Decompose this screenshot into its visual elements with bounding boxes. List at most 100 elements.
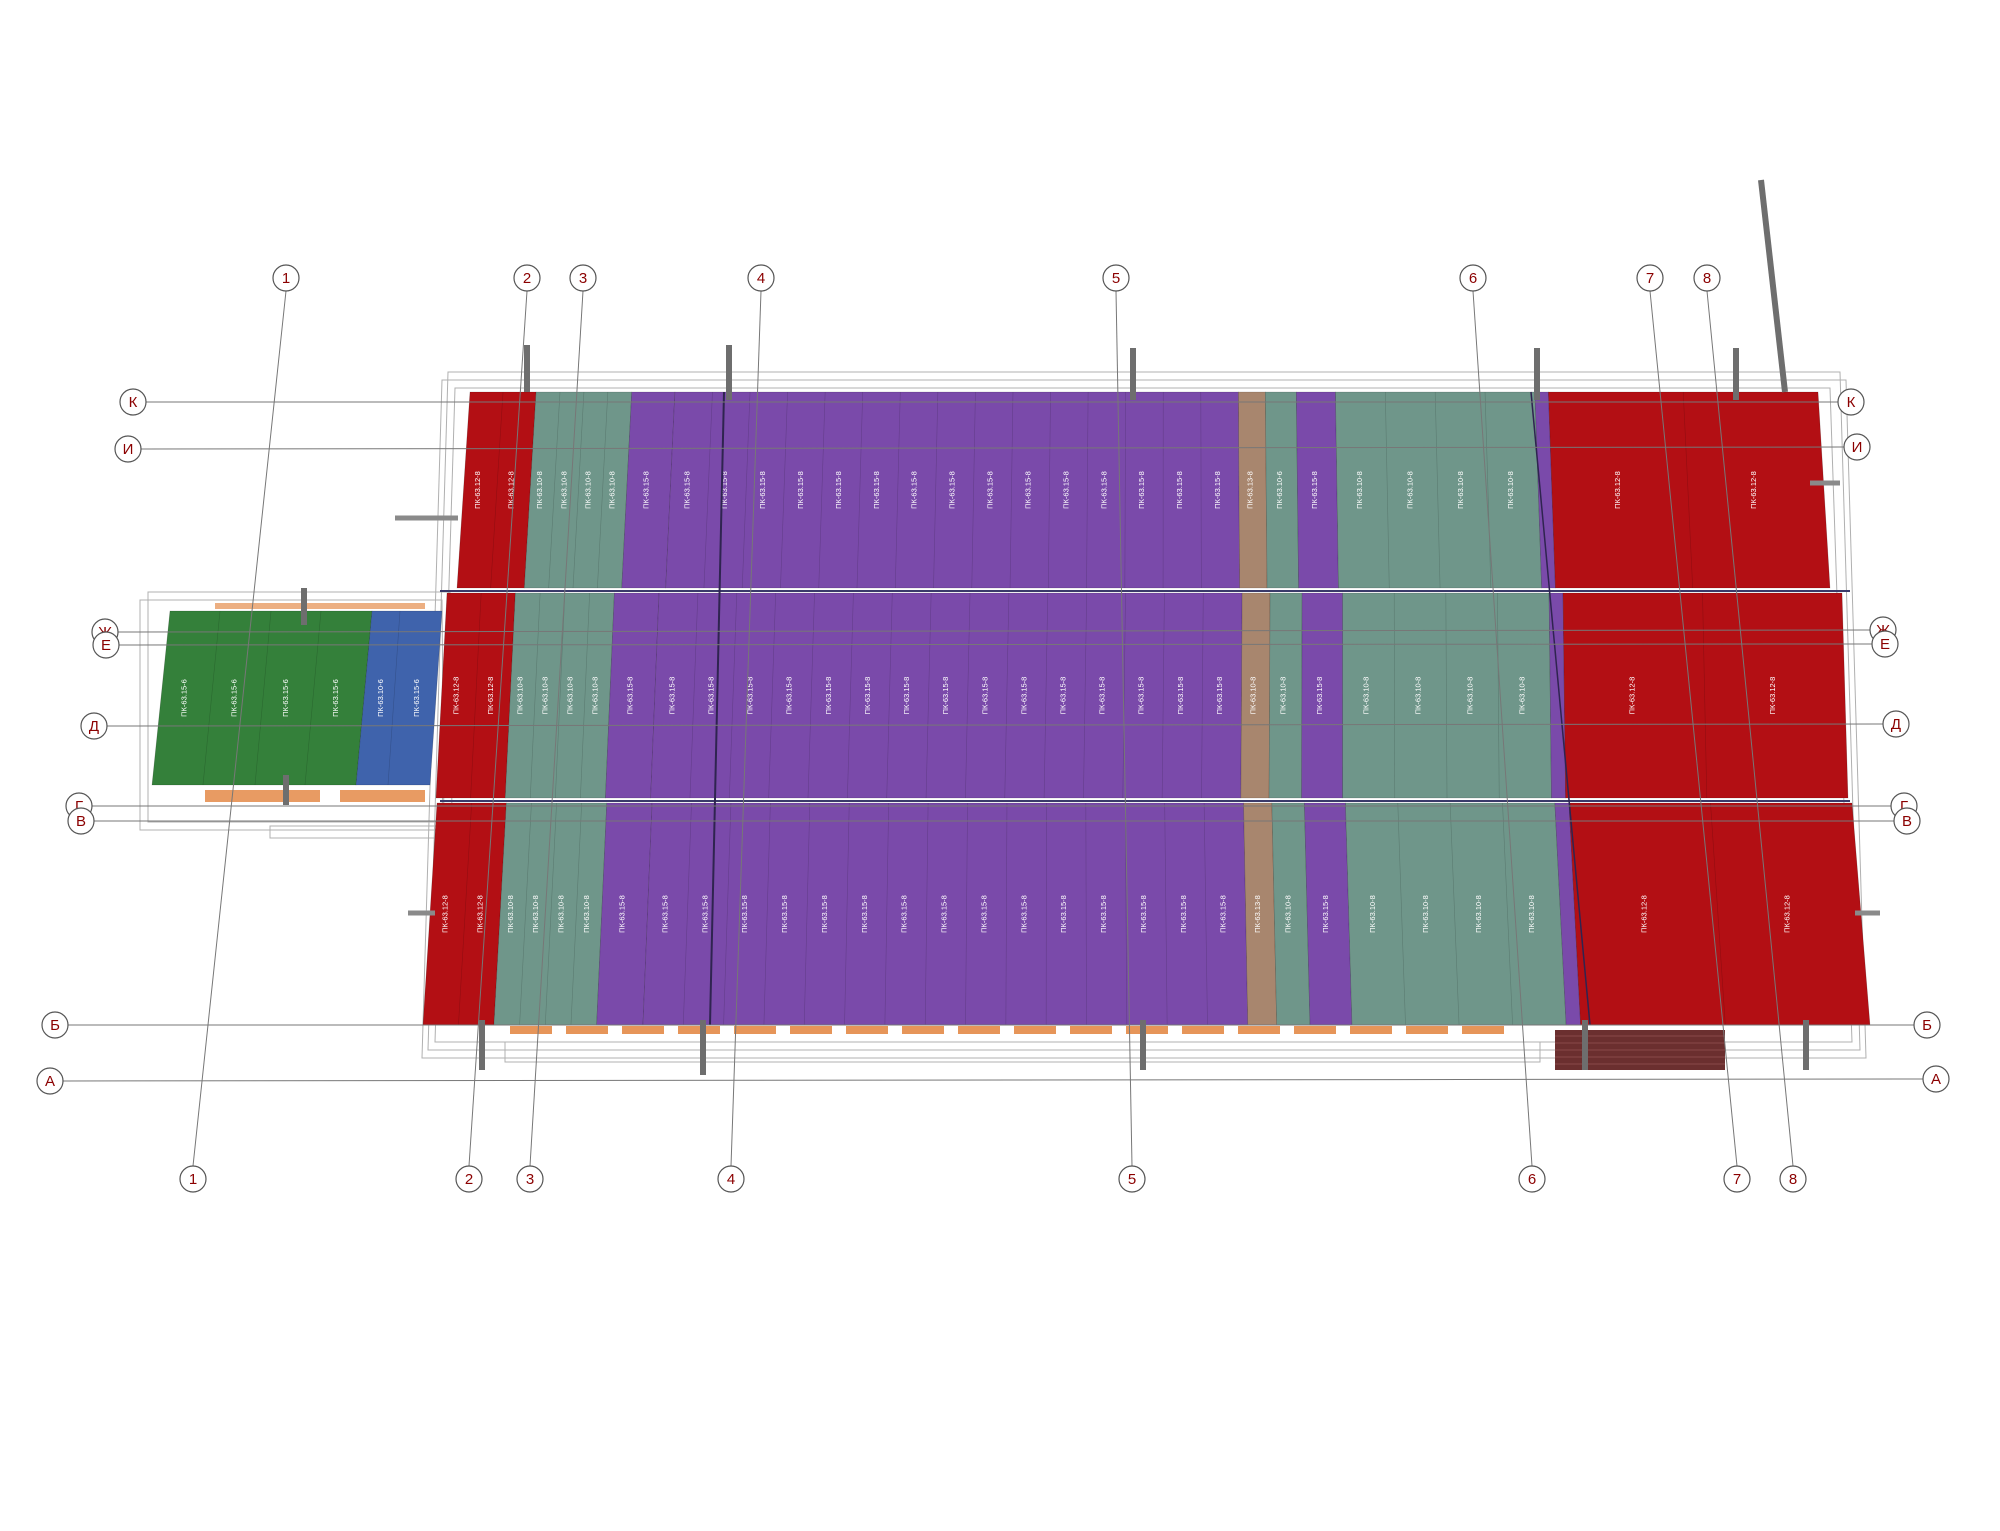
axis-col-bottom-3: 3 — [516, 1165, 544, 1193]
slab-joint — [847, 592, 854, 799]
slab-panel-label: ПК-63.10-8 — [535, 471, 544, 509]
slab-bay-red — [456, 391, 537, 589]
axis-row-left-В-circle — [67, 807, 95, 835]
slab-joint — [490, 391, 504, 589]
slab-joint — [1434, 391, 1441, 589]
slab-joint — [844, 802, 850, 1026]
axis-col-bottom-3-label: 3 — [526, 1171, 534, 1188]
grid-line-row-Ж — [117, 629, 1871, 633]
slab-panel-label: ПК-63.12-8 — [441, 895, 450, 933]
axis-row-left-К-label: К — [129, 394, 138, 411]
slab-joint — [1124, 802, 1128, 1026]
slab-joint — [965, 802, 968, 1026]
grid-line-col-6 — [1472, 290, 1533, 1167]
slab-panel-label: ПК-63.10-8 — [584, 471, 593, 509]
slab-panel-label: ПК-63.10-8 — [1249, 677, 1258, 715]
slab-joint — [894, 391, 901, 589]
slab-panel-label: ПК-63.10-8 — [1368, 895, 1377, 933]
axis-col-top-1: 1 — [272, 264, 300, 292]
slab-joint — [1445, 592, 1448, 799]
axis-col-bottom-6-circle — [1518, 1165, 1546, 1193]
slab-panel-label: ПК-63.15-8 — [1215, 677, 1224, 715]
outline-frame-6 — [269, 825, 441, 839]
annex-panel-label: ПК-63.10-6 — [376, 679, 385, 717]
axis-col-top-2-label: 2 — [523, 270, 531, 287]
grid-lines — [62, 290, 1924, 1167]
slab-bay-red — [422, 802, 507, 1026]
slab-panel-label: ПК-63.15-8 — [1019, 895, 1028, 933]
slab-joint — [729, 592, 738, 799]
slab-joint — [1484, 391, 1492, 589]
axis-row-right-В-circle — [1893, 807, 1921, 835]
slab-joint — [1048, 391, 1051, 589]
slab-joint — [803, 802, 811, 1026]
axis-col-bottom-7: 7 — [1723, 1165, 1751, 1193]
axis-row-right-Д: Д — [1882, 710, 1910, 738]
axis-row-right-Д-label: Д — [1891, 716, 1901, 733]
axis-col-top-2: 2 — [513, 264, 541, 292]
slab-panel-label: ПК-63.15-8 — [941, 677, 950, 715]
grid-line-row-А — [62, 1078, 1924, 1082]
slab-panel-label: ПК-63.12-8 — [1639, 895, 1648, 933]
axis-col-bottom-3-circle — [516, 1165, 544, 1193]
axis-row-left-А: А — [36, 1067, 64, 1095]
edge-detail — [1238, 1026, 1280, 1034]
slab-bay-red — [1548, 391, 1831, 589]
axis-row-right-Е-label: Е — [1880, 636, 1890, 653]
slab-panel-label: ПК-63.15-8 — [1137, 677, 1146, 715]
slab-panel-label: ПК-63.15-8 — [986, 471, 995, 509]
slab-panel-label: ПК-63.12-8 — [1627, 677, 1636, 715]
slab-panel-label: ПК-63.15-8 — [980, 677, 989, 715]
slab-panel-label: ПК-63.15-8 — [948, 471, 957, 509]
slab-panel-label: ПК-63.10-8 — [608, 471, 617, 509]
slab-panel-label: ПК-63.10-8 — [531, 895, 540, 933]
slab-joint — [1005, 802, 1008, 1026]
steel-columns — [283, 179, 1880, 1075]
axis-row-right-И: И — [1843, 433, 1871, 461]
slab-joint — [780, 391, 788, 589]
slab-panel-label: ПК-63.15-8 — [625, 677, 634, 715]
edge-detail — [510, 1026, 552, 1034]
slab-panel-label: ПК-63.12-8 — [476, 895, 485, 933]
slab-panel-label: ПК-63.15-8 — [1179, 895, 1188, 933]
axis-col-bottom-1-label: 1 — [189, 1171, 197, 1188]
slab-panel-label: ПК-63.10-8 — [1421, 895, 1430, 933]
steel-column-6 — [1758, 179, 1788, 393]
axis-col-bottom-8: 8 — [1779, 1165, 1807, 1193]
axis-col-top-6-label: 6 — [1469, 270, 1477, 287]
slab-joint — [1497, 592, 1500, 799]
outline-frame-1 — [427, 371, 1861, 1051]
slab-panel-label: ПК-63.15-8 — [1099, 895, 1108, 933]
slab-joint — [741, 391, 751, 589]
slab-joint — [971, 391, 976, 589]
slab-panel-label: ПК-63.15-8 — [1310, 471, 1319, 509]
slab-panel-label: ПК-63.12-8 — [1768, 677, 1777, 715]
slab-joint — [597, 391, 609, 589]
axis-row-left-В: В — [67, 807, 95, 835]
slab-panel-label: ПК-63.15-8 — [1019, 677, 1028, 715]
outline-frame-7 — [504, 1041, 1541, 1063]
axis-col-bottom-4-circle — [717, 1165, 745, 1193]
slab-joint — [1043, 592, 1049, 799]
axis-col-top-1-circle — [272, 264, 300, 292]
grid-line-col-8 — [1706, 290, 1794, 1167]
structural-joint — [709, 391, 725, 1026]
annex-panel-label: ПК-63.15-6 — [331, 679, 340, 717]
slab-panel-label: ПК-63.10-8 — [1355, 471, 1364, 509]
slab-panel-label: ПК-63.15-8 — [740, 895, 749, 933]
slab-panel-label: ПК-63.10-8 — [516, 677, 525, 715]
slab-panel-label: ПК-63.12-8 — [1782, 895, 1791, 933]
slab-joint — [1200, 391, 1202, 589]
slab-bay-red — [1562, 592, 1849, 799]
axis-col-bottom-8-circle — [1779, 1165, 1807, 1193]
axis-row-right-В: В — [1893, 807, 1921, 835]
axis-row-left-К: К — [119, 388, 147, 416]
axis-row-left-И-circle — [114, 435, 142, 463]
annex-panel-label: ПК-63.15-6 — [180, 679, 189, 717]
axis-col-top-5-circle — [1102, 264, 1130, 292]
slab-panel-label: ПК-63.15-8 — [834, 471, 843, 509]
axis-row-left-В-label: В — [76, 813, 86, 830]
slab-panel-label: ПК-63.10-8 — [1474, 895, 1483, 933]
axis-row-right-Е-circle — [1871, 630, 1899, 658]
